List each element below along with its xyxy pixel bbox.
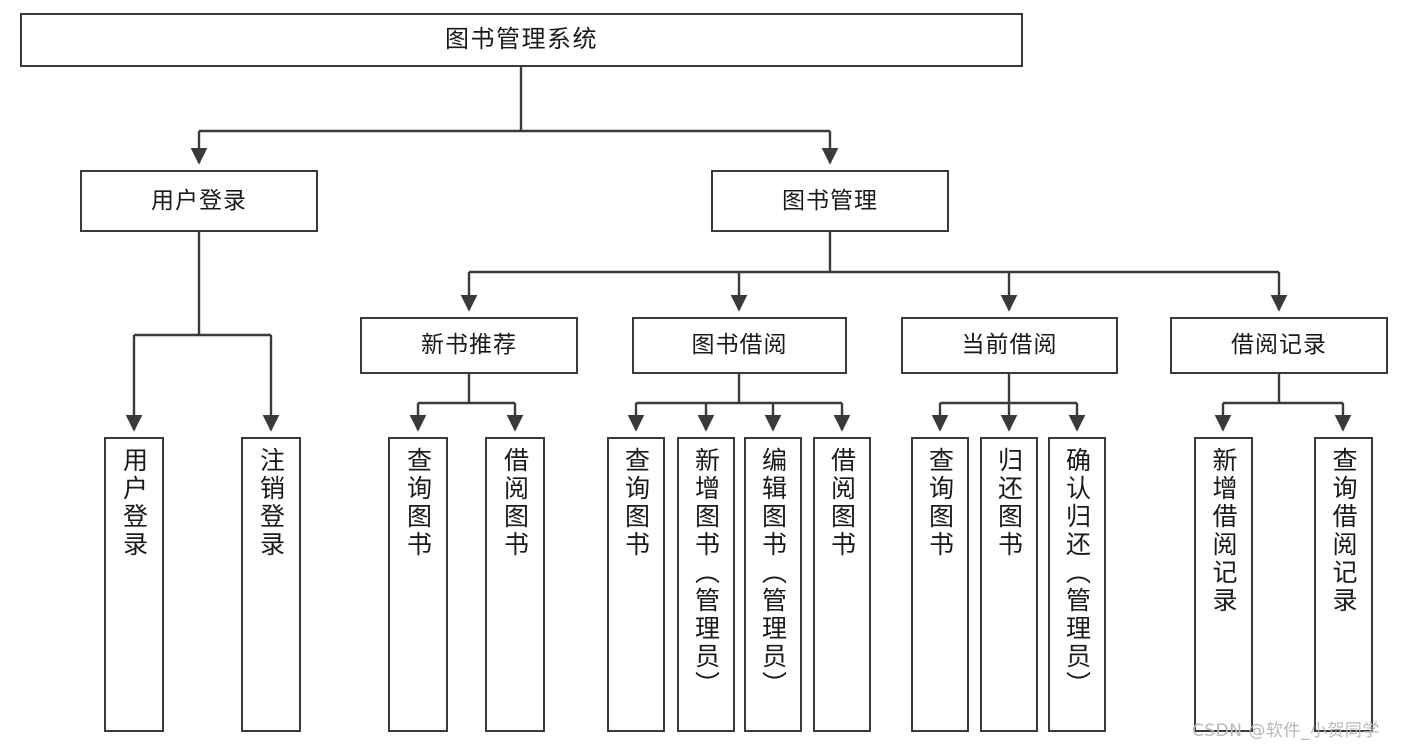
- leaf-return-book[interactable]: 归还图书: [980, 437, 1038, 732]
- leaf-edit-book-label: 编辑图书（管理员）: [758, 447, 788, 699]
- leaf-borrow-book-1-label: 借阅图书: [500, 447, 530, 559]
- leaf-borrow-book-2[interactable]: 借阅图书: [813, 437, 871, 732]
- leaf-query-book-1-label: 查询图书: [403, 447, 433, 559]
- node-book-borrow[interactable]: 图书借阅: [632, 317, 847, 374]
- leaf-add-book[interactable]: 新增图书（管理员）: [677, 437, 735, 732]
- leaf-confirm-return[interactable]: 确认归还（管理员）: [1048, 437, 1106, 732]
- node-user-login-label: 用户登录: [151, 187, 247, 214]
- node-current-borrow-label: 当前借阅: [961, 332, 1058, 359]
- node-user-login[interactable]: 用户登录: [80, 170, 318, 232]
- leaf-borrow-book-1[interactable]: 借阅图书: [485, 437, 545, 732]
- node-book-manage[interactable]: 图书管理: [711, 170, 949, 232]
- leaf-query-book-2-label: 查询图书: [621, 447, 651, 559]
- node-root-label: 图书管理系统: [445, 25, 598, 54]
- leaf-confirm-return-label: 确认归还（管理员）: [1062, 447, 1092, 699]
- node-new-book-rec[interactable]: 新书推荐: [360, 317, 578, 374]
- node-borrow-record-label: 借阅记录: [1231, 332, 1327, 359]
- leaf-query-book-3-label: 查询图书: [925, 447, 955, 559]
- node-new-book-rec-label: 新书推荐: [421, 332, 517, 359]
- node-root[interactable]: 图书管理系统: [20, 13, 1023, 67]
- leaf-query-book-2[interactable]: 查询图书: [607, 437, 665, 732]
- leaf-user-login-label: 用户登录: [119, 447, 149, 559]
- node-book-manage-label: 图书管理: [782, 187, 878, 214]
- leaf-query-record[interactable]: 查询借阅记录: [1314, 437, 1373, 732]
- node-book-borrow-label: 图书借阅: [691, 332, 788, 359]
- watermark-text: CSDN @软件_小贺同学: [1192, 721, 1380, 741]
- leaf-user-login[interactable]: 用户登录: [104, 437, 164, 732]
- leaf-borrow-book-2-label: 借阅图书: [827, 447, 857, 559]
- leaf-logout[interactable]: 注销登录: [241, 437, 301, 732]
- node-current-borrow[interactable]: 当前借阅: [901, 317, 1118, 374]
- leaf-logout-label: 注销登录: [256, 447, 286, 559]
- leaf-return-book-label: 归还图书: [994, 447, 1024, 559]
- leaf-query-book-3[interactable]: 查询图书: [911, 437, 969, 732]
- leaf-add-record[interactable]: 新增借阅记录: [1194, 437, 1253, 732]
- leaf-query-book-1[interactable]: 查询图书: [388, 437, 448, 732]
- leaf-query-record-label: 查询借阅记录: [1329, 447, 1358, 615]
- leaf-add-record-label: 新增借阅记录: [1209, 447, 1238, 615]
- node-borrow-record[interactable]: 借阅记录: [1170, 317, 1388, 374]
- leaf-add-book-label: 新增图书（管理员）: [691, 447, 721, 699]
- leaf-edit-book[interactable]: 编辑图书（管理员）: [744, 437, 802, 732]
